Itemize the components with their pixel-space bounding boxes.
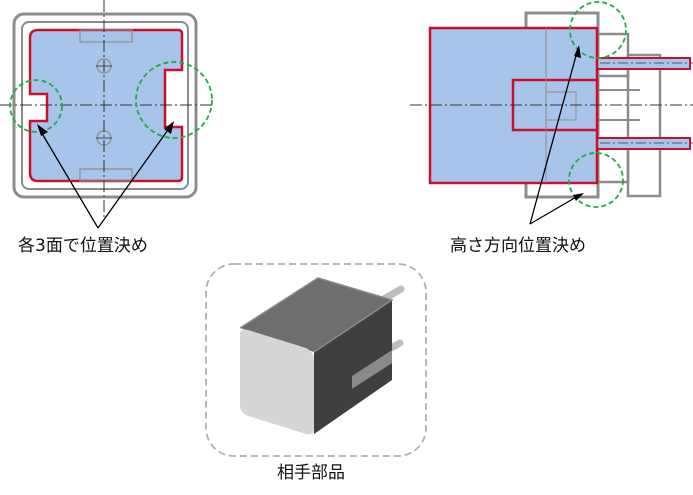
top-slot (79, 29, 133, 43)
front-face (240, 329, 314, 435)
bottom-contact-circle (568, 152, 624, 208)
arrowhead-up (574, 45, 581, 58)
side-slot (352, 350, 392, 389)
arrowhead-right (164, 121, 174, 134)
bottom-caption: 相手部品 (277, 463, 345, 483)
arrowhead-down (573, 193, 584, 201)
housing-tab (626, 53, 662, 198)
right-contact-circle (135, 61, 213, 139)
left-caption: 各3面で位置決め (18, 236, 148, 256)
arrow-up (529, 51, 578, 225)
upper-pin (596, 57, 691, 70)
bottom-slot (79, 168, 133, 182)
lower-pin (596, 137, 691, 150)
top-edge-highlight (239, 277, 394, 353)
mating-part: 相手部品 (205, 263, 427, 483)
arrow-left (39, 129, 99, 229)
right-view: 高さ方向位置決め (410, 1, 693, 256)
top-contact-circle (569, 1, 627, 59)
arrow-right (97, 126, 171, 229)
side-face (314, 300, 392, 434)
right-caption: 高さ方向位置決め (450, 236, 586, 256)
top-face (240, 278, 392, 352)
left-contact-circle (9, 79, 63, 133)
dashed-frame (205, 263, 427, 457)
arrowhead-left (37, 124, 48, 136)
left-view: 各3面で位置決め (0, 0, 215, 256)
arrow-down (529, 195, 579, 225)
